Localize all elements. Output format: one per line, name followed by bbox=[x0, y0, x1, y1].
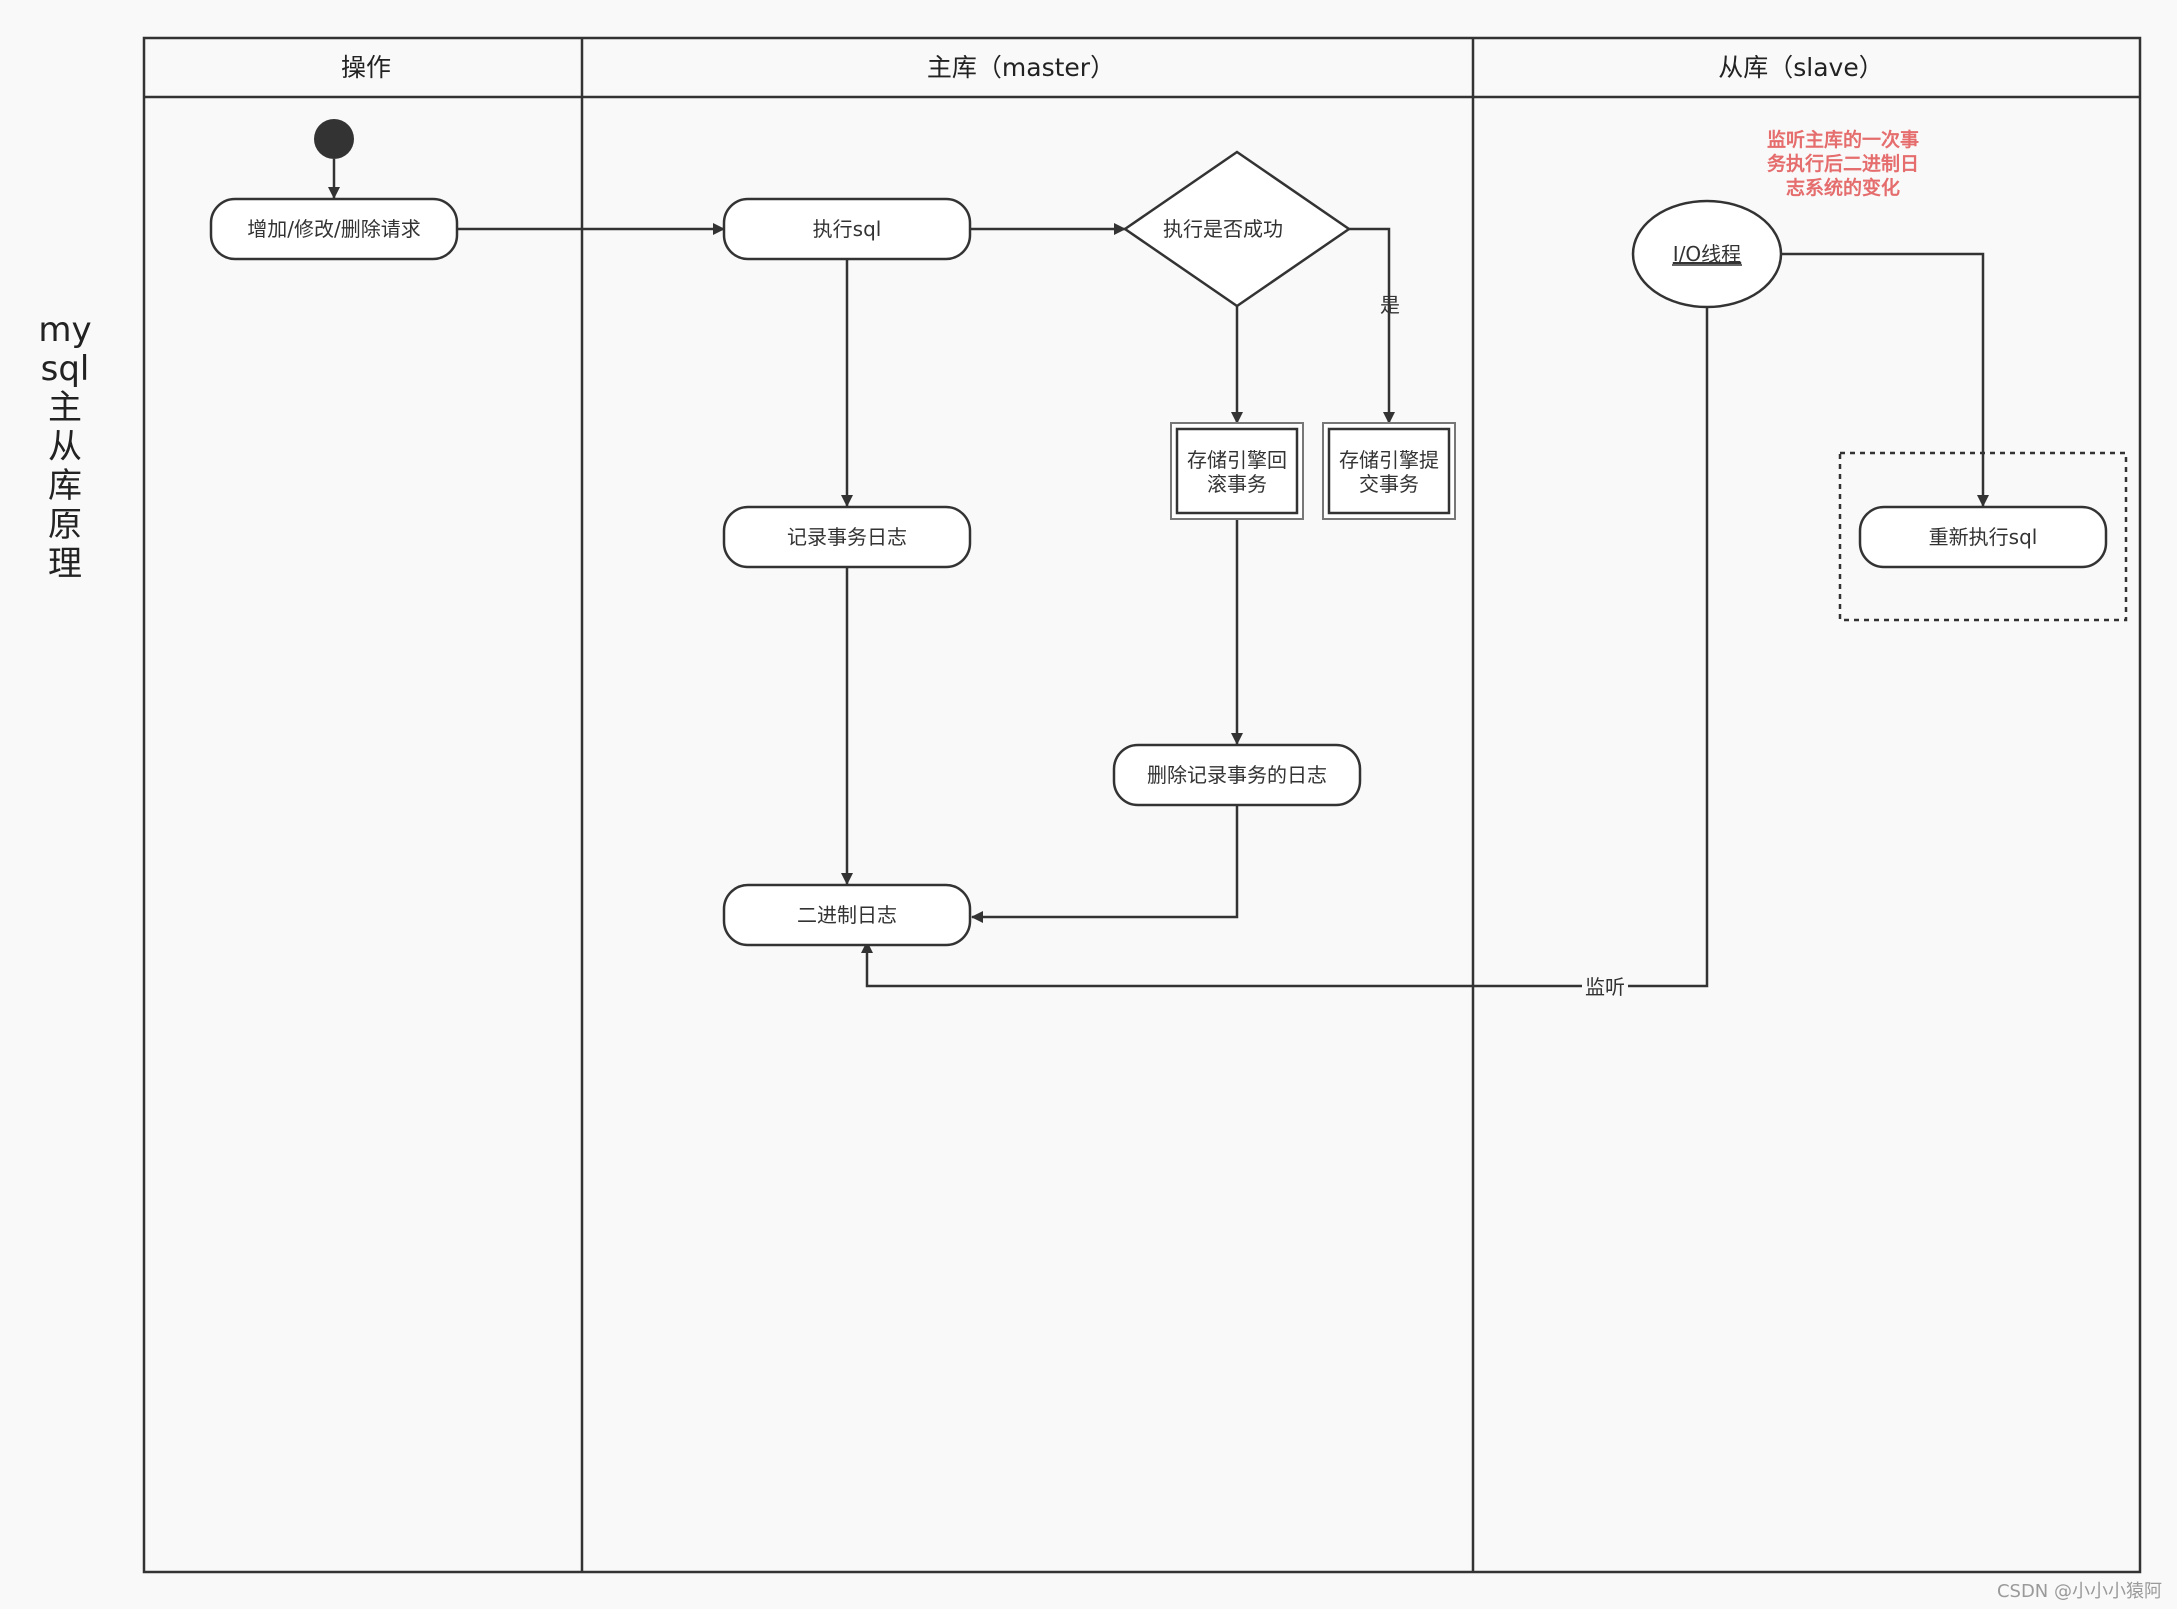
edge-label-listen: 监听 bbox=[1585, 975, 1625, 999]
swimlane-pool: 操作 主库（master） 从库（slave） bbox=[142, 36, 2142, 1574]
lane-title-master: 主库（master） bbox=[927, 53, 1115, 82]
side-title-line: my bbox=[38, 310, 91, 350]
node-exec-sql: 执行sql bbox=[722, 197, 972, 261]
reexec-dashed-frame bbox=[1838, 451, 2128, 622]
listen-note-line: 监听主库的一次事 bbox=[1767, 128, 1919, 151]
edge-labels: 是 监听 bbox=[1380, 293, 1628, 999]
node-request: 增加/修改/删除请求 bbox=[209, 197, 459, 261]
edges bbox=[328, 159, 1989, 988]
side-title-line: 从 bbox=[48, 427, 82, 467]
edge-label-yes: 是 bbox=[1380, 293, 1400, 317]
listen-note: 监听主库的一次事 务执行后二进制日 志系统的变化 bbox=[1767, 128, 1919, 199]
lane-title-slave: 从库（slave） bbox=[1718, 53, 1883, 82]
side-title-line: 主 bbox=[48, 388, 82, 428]
node-commit-label-line: 交事务 bbox=[1359, 472, 1419, 496]
listen-note-line: 务执行后二进制日 bbox=[1767, 152, 1919, 175]
node-record-log: 记录事务日志 bbox=[722, 505, 972, 569]
pool-border bbox=[142, 36, 2142, 1574]
listen-note-line: 志系统的变化 bbox=[1786, 176, 1900, 199]
edge-label-listen-bg bbox=[1582, 973, 1628, 999]
side-title-line: 库 bbox=[48, 466, 82, 506]
side-title-line: 原 bbox=[48, 505, 82, 545]
node-rollback-label-line: 滚事务 bbox=[1207, 472, 1267, 496]
node-binlog-label: 二进制日志 bbox=[797, 903, 897, 927]
node-commit-label-line: 存储引擎提 bbox=[1339, 448, 1439, 472]
edge-delete-log-to-binlog bbox=[971, 805, 1239, 923]
start-node bbox=[314, 119, 354, 159]
node-rollback: 存储引擎回 滚事务 bbox=[1170, 422, 1304, 520]
node-decision-label: 执行是否成功 bbox=[1163, 217, 1283, 241]
edge-io-to-binlog bbox=[861, 307, 1709, 988]
node-record-log-label: 记录事务日志 bbox=[787, 525, 907, 549]
node-delete-log-label: 删除记录事务的日志 bbox=[1147, 763, 1327, 787]
watermark: CSDN @小小小猿阿 bbox=[1997, 1581, 2162, 1602]
node-commit: 存储引擎提 交事务 bbox=[1322, 422, 1456, 520]
node-reexec-label: 重新执行sql bbox=[1929, 525, 2038, 549]
side-title-line: 理 bbox=[48, 544, 82, 584]
node-binlog: 二进制日志 bbox=[722, 883, 972, 947]
node-rollback-label-line: 存储引擎回 bbox=[1187, 448, 1287, 472]
node-decision: 执行是否成功 bbox=[1122, 150, 1352, 308]
edge-decision-to-commit bbox=[1349, 227, 1395, 424]
node-exec-sql-label: 执行sql bbox=[813, 217, 882, 241]
node-io-thread-label: I/O线程 bbox=[1673, 242, 1741, 266]
lane-title-operation: 操作 bbox=[341, 53, 391, 82]
reexec-group: 重新执行sql bbox=[1838, 451, 2128, 622]
node-io-thread: I/O线程 bbox=[1631, 199, 1783, 309]
node-request-label: 增加/修改/删除请求 bbox=[247, 217, 420, 241]
edge-io-to-reexec bbox=[1781, 252, 1989, 507]
node-delete-log: 删除记录事务的日志 bbox=[1112, 743, 1362, 807]
side-title: my sql 主 从 库 原 理 bbox=[38, 310, 91, 584]
side-title-line: sql bbox=[41, 349, 90, 389]
